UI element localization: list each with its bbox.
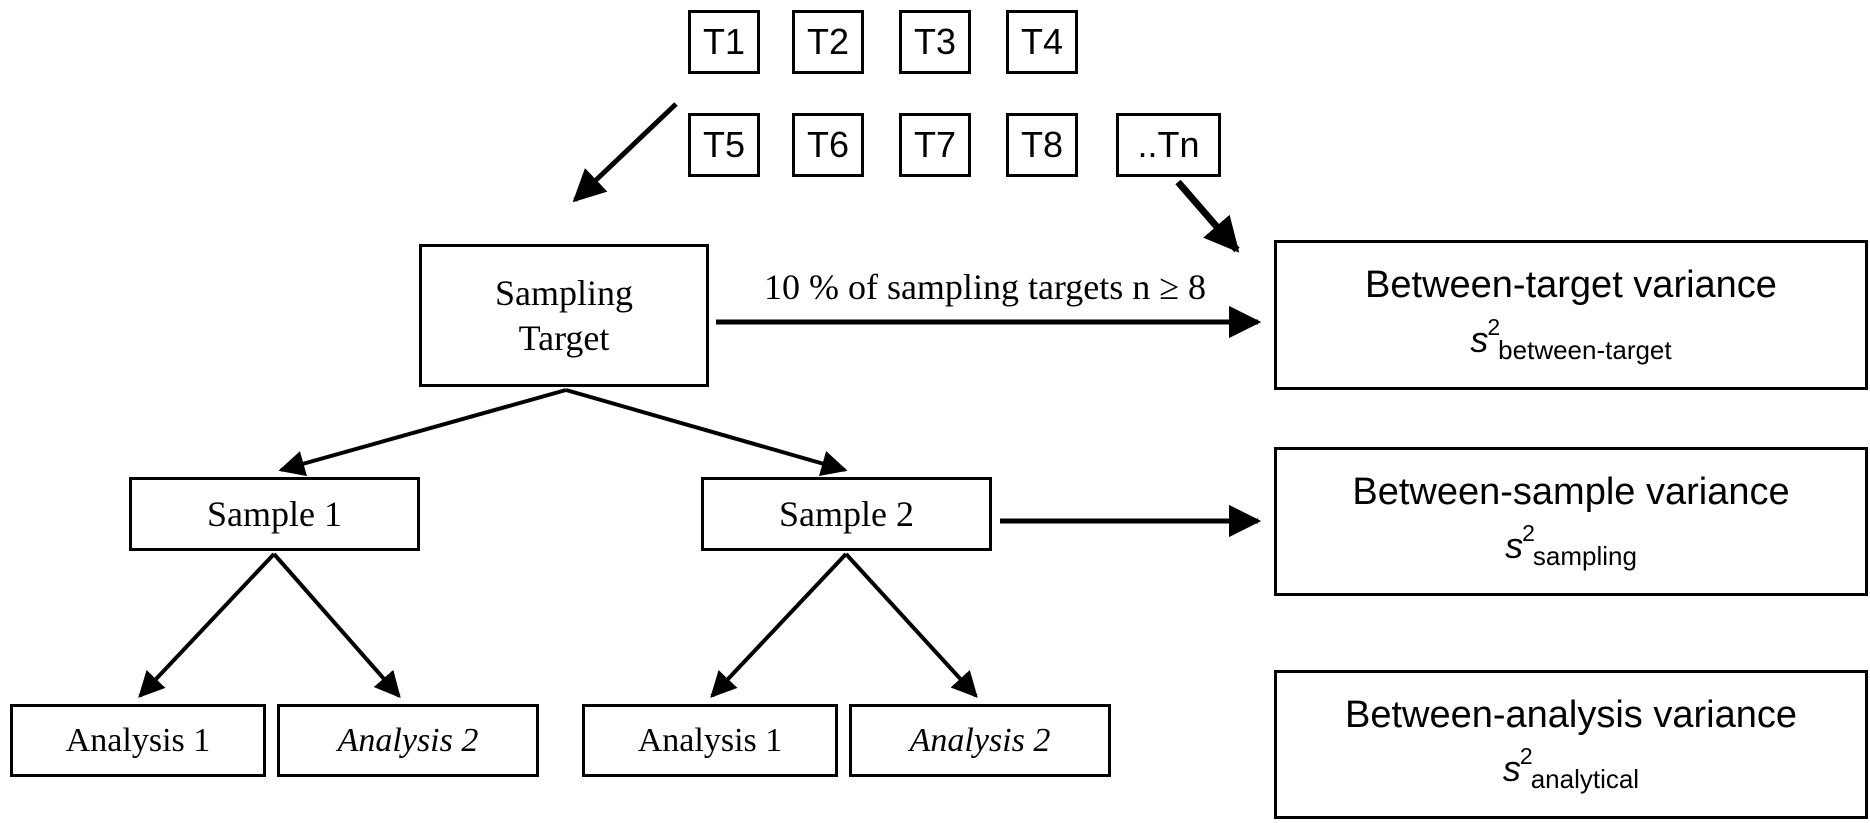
arrow-tn-to-between-target bbox=[1175, 179, 1240, 253]
target-box-t5: T5 bbox=[688, 113, 760, 177]
arrow-sample1-to-analysis1 bbox=[138, 552, 276, 698]
between-analysis-variance-title: Between-analysis variance bbox=[1344, 693, 1797, 736]
arrow-targets-to-sampling-target bbox=[572, 102, 678, 203]
variance-subscript: sampling bbox=[1532, 541, 1637, 572]
variance-subscript: between-target bbox=[1498, 334, 1672, 365]
between-target-variance-box: Between-target variance s2between-target bbox=[1274, 240, 1868, 390]
between-sample-variance-title: Between-sample variance bbox=[1352, 470, 1790, 513]
between-target-variance-title: Between-target variance bbox=[1365, 264, 1777, 307]
sample1-box: Sample 1 bbox=[129, 477, 420, 551]
target-box-t2: T2 bbox=[792, 10, 864, 74]
between-analysis-variance-box: Between-analysis variance s2analytical bbox=[1274, 670, 1868, 819]
target-box-tn: ..Tn bbox=[1116, 113, 1221, 177]
arrow-sampling-target-to-sample2 bbox=[565, 388, 848, 477]
sampling-targets-condition-label: 10 % of sampling targets n ≥ 8 bbox=[763, 267, 1207, 307]
between-target-variance-formula: s2between-target bbox=[1470, 314, 1671, 366]
variance-symbol: s bbox=[1470, 318, 1489, 360]
arrow-sample1-to-analysis2 bbox=[272, 552, 401, 698]
variance-exponent: 2 bbox=[1519, 743, 1533, 770]
between-analysis-variance-formula: s2analytical bbox=[1503, 743, 1639, 795]
arrow-sample2-to-analysis1 bbox=[710, 552, 848, 698]
variance-symbol: s bbox=[1502, 748, 1521, 790]
target-box-t1: T1 bbox=[688, 10, 760, 74]
analysis1-box-sample1: Analysis 1 bbox=[10, 704, 266, 777]
target-box-t8: T8 bbox=[1006, 113, 1078, 177]
arrow-sample2-to-analysis2 bbox=[844, 552, 978, 698]
sampling-target-box: Sampling Target bbox=[419, 244, 709, 387]
analysis2-box-sample2: Analysis 2 bbox=[849, 704, 1111, 777]
target-box-t7: T7 bbox=[899, 113, 971, 177]
variance-subscript: analytical bbox=[1530, 764, 1640, 795]
between-sample-variance-box: Between-sample variance s2sampling bbox=[1274, 447, 1868, 596]
variance-symbol: s bbox=[1505, 525, 1524, 567]
sample2-box: Sample 2 bbox=[701, 477, 992, 551]
target-box-t3: T3 bbox=[899, 10, 971, 74]
target-box-t6: T6 bbox=[792, 113, 864, 177]
analysis2-box-sample1: Analysis 2 bbox=[277, 704, 539, 777]
sampling-target-line1: Sampling bbox=[494, 272, 633, 313]
variance-exponent: 2 bbox=[1487, 313, 1501, 340]
target-box-t4: T4 bbox=[1006, 10, 1078, 74]
variance-exponent: 2 bbox=[1522, 520, 1535, 547]
arrow-sampling-target-to-sample1 bbox=[278, 388, 567, 477]
sampling-target-line2: Target bbox=[518, 317, 610, 358]
analysis1-box-sample2: Analysis 1 bbox=[582, 704, 838, 777]
between-sample-variance-formula: s2sampling bbox=[1505, 520, 1637, 572]
